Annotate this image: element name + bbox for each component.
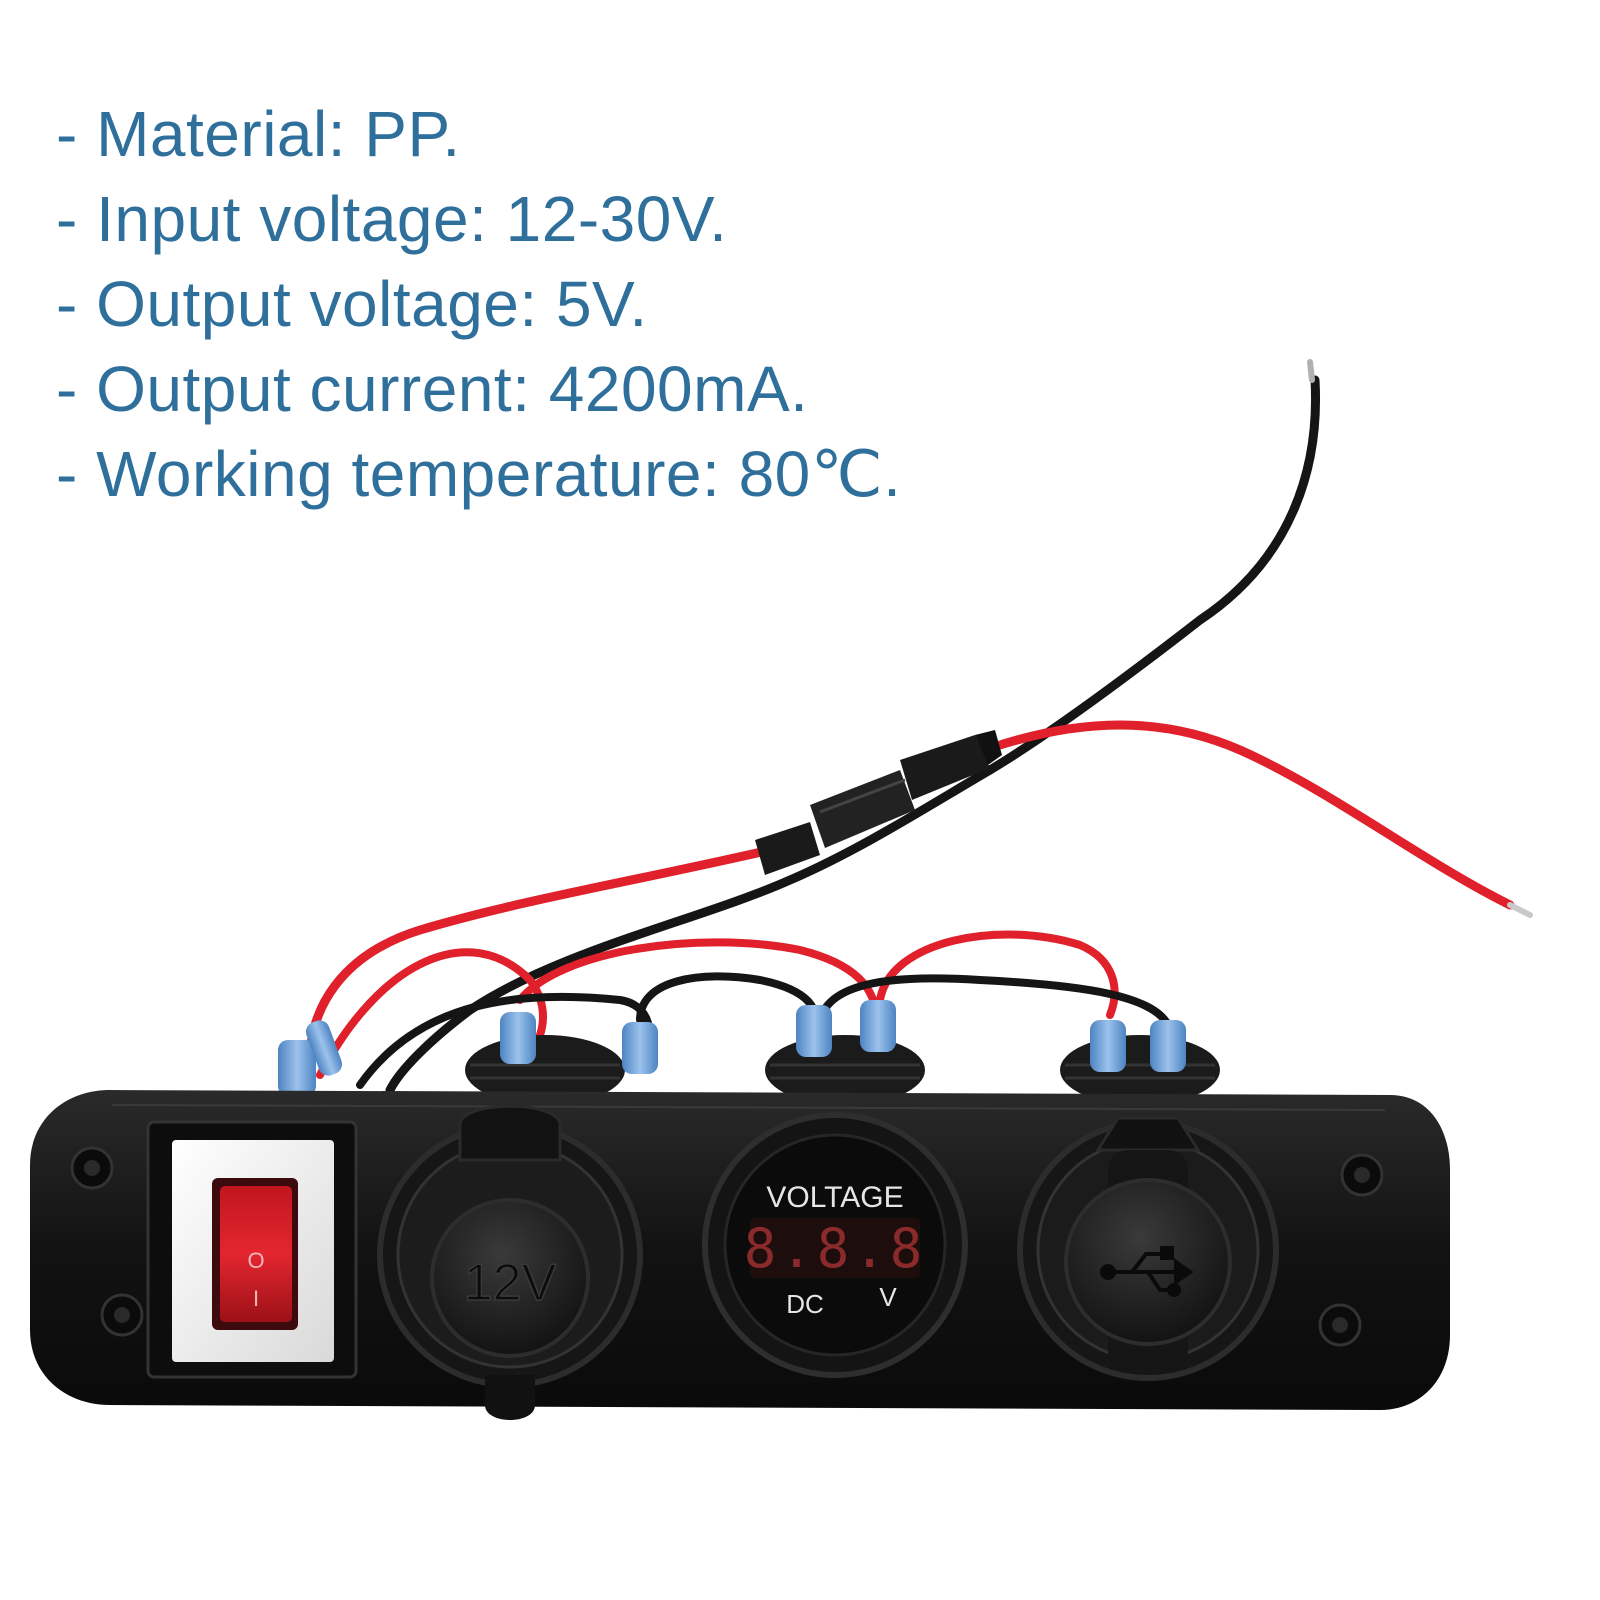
spec-material: - Material: PP. xyxy=(56,98,461,170)
spec-output-voltage: - Output voltage: 5V. xyxy=(56,268,648,340)
voltmeter-title: VOLTAGE xyxy=(766,1181,903,1214)
mounting-hole-icon xyxy=(70,1146,1384,1347)
12v-socket[interactable]: 12V xyxy=(377,1104,643,1420)
switch-panel: O I 12V VOLTAGE 8.8.8 DC V xyxy=(30,1090,1450,1420)
voltmeter-unit-dc: DC xyxy=(786,1289,824,1319)
usb-icon xyxy=(1100,1246,1194,1297)
voltmeter-digits: 8.8.8 xyxy=(744,1217,927,1280)
wire-harness xyxy=(305,359,1533,1095)
blue-connectors xyxy=(278,1000,1186,1096)
spec-working-temperature: - Working temperature: 80℃. xyxy=(56,438,902,510)
spec-list: - Material: PP. - Input voltage: 12-30V.… xyxy=(56,92,901,517)
usb-socket[interactable] xyxy=(1017,1116,1279,1381)
rocker-switch[interactable]: O I xyxy=(146,1120,358,1379)
switch-off-mark: I xyxy=(253,1286,259,1311)
fuse-holder xyxy=(755,730,1002,875)
spec-output-current: - Output current: 4200mA. xyxy=(56,353,809,425)
spec-input-voltage: - Input voltage: 12-30V. xyxy=(56,183,728,255)
voltmeter-unit-v: V xyxy=(879,1282,897,1312)
voltmeter: VOLTAGE 8.8.8 DC V xyxy=(702,1112,968,1378)
socket-12v-label: 12V xyxy=(464,1254,557,1312)
switch-on-mark: O xyxy=(247,1248,264,1273)
